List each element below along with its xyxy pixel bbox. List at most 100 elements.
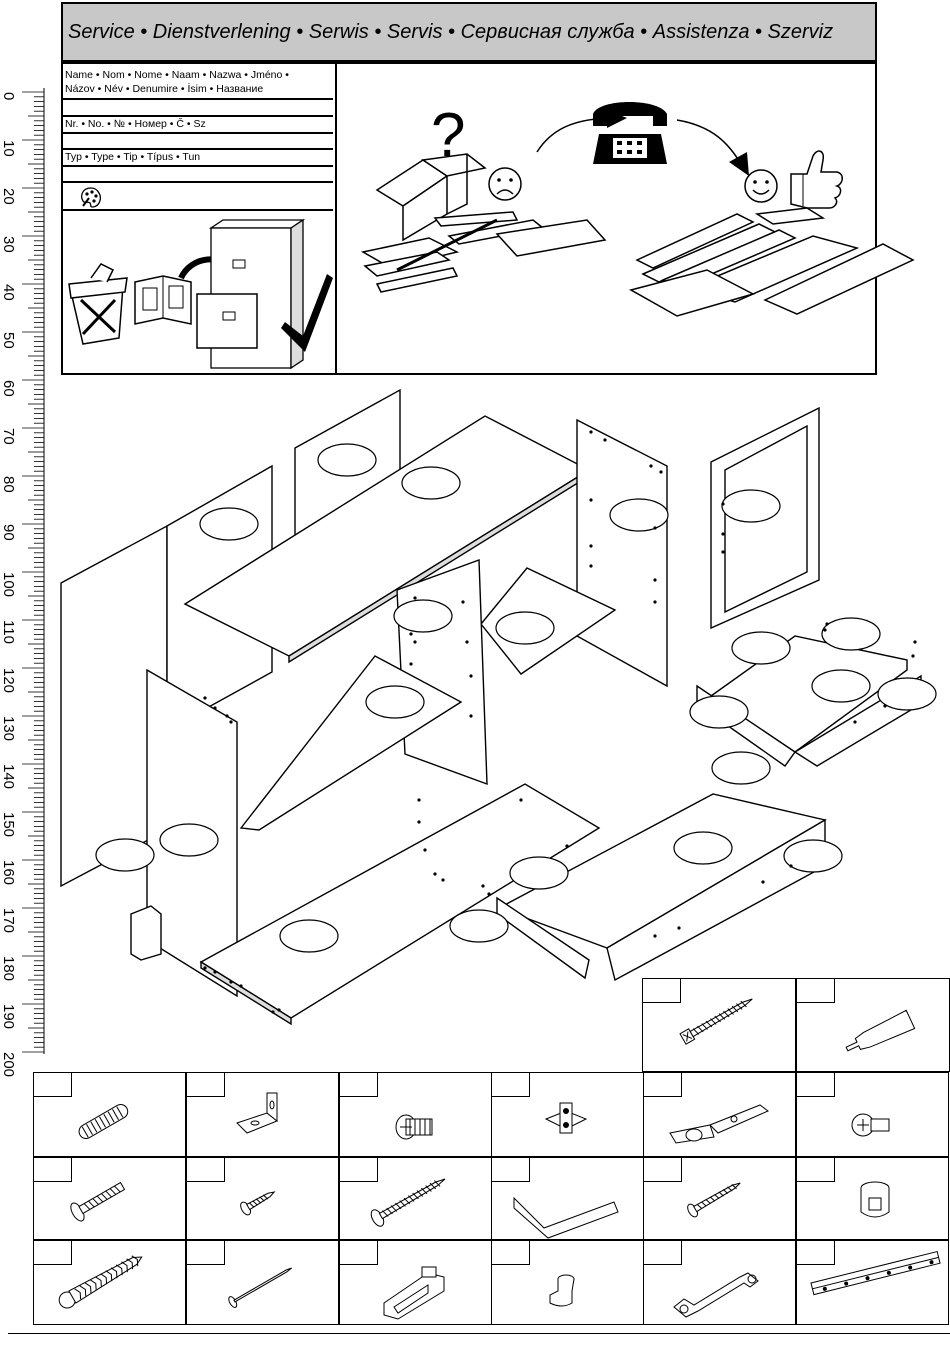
cabinet-hinge-icon [669, 1104, 769, 1144]
confirmat-screw-icon [851, 1113, 890, 1137]
hardware-cell [491, 1072, 644, 1157]
thumbs-up-icon [790, 150, 843, 209]
part-number-callout [783, 839, 843, 873]
trash-bin-icon [68, 263, 128, 345]
ruler-label: 50 [0, 332, 17, 349]
keep-instructions-illustration [68, 218, 333, 370]
cam-bolt-icon [395, 1114, 433, 1140]
bottom-rule [8, 1333, 950, 1334]
part-number-box [492, 1241, 530, 1265]
ruler-label: 200 [0, 1052, 17, 1077]
hardware-cell [491, 1240, 644, 1325]
part-number-callout [731, 631, 791, 665]
part-number-box [643, 979, 681, 1003]
organized-panels [629, 207, 915, 317]
hardware-cell [491, 1157, 644, 1240]
hardware-cell [796, 1072, 949, 1157]
part-number-box [797, 1073, 835, 1097]
hardware-cell [643, 1240, 796, 1325]
service-panel: Name • Nom • Nome • Naam • Nazwa • Jméno… [61, 62, 915, 375]
part-number-box [797, 1158, 835, 1182]
part-number-box [492, 1158, 530, 1182]
service-header: Service • Dienstverlening • Serwis • Ser… [61, 2, 877, 62]
ruler-label: 190 [0, 1004, 17, 1029]
part-number-box [187, 1241, 225, 1265]
hardware-cell [186, 1072, 339, 1157]
exploded-assembly-diagram [60, 388, 937, 1026]
hardware-cell [33, 1072, 186, 1157]
wall-plug-icon [58, 1255, 143, 1309]
ruler-label: 110 [0, 620, 17, 644]
part-number-callout [711, 751, 771, 785]
ruler-label: 0 [0, 92, 17, 100]
ruler-label: 70 [0, 428, 17, 445]
telephone-icon [593, 102, 667, 164]
instruction-booklet-icon [134, 275, 192, 325]
right-side-panel [576, 418, 668, 688]
foot [130, 905, 162, 961]
filing-cabinet-icon [196, 218, 306, 370]
small-screw-icon [687, 1182, 741, 1218]
name-blank [63, 100, 333, 117]
wood-screw-icon [370, 1178, 446, 1227]
part-number-box [340, 1158, 378, 1182]
part-number-callout [877, 677, 937, 711]
part-number-box [34, 1158, 72, 1182]
shelf-support-bracket-icon [383, 1266, 445, 1320]
part-number-callout [401, 466, 461, 500]
customer-form: Name • Nom • Nome • Naam • Nazwa • Jméno… [63, 64, 337, 373]
ruler-label: 150 [0, 812, 17, 837]
part-number-callout [393, 599, 453, 633]
part-number-box [187, 1158, 225, 1182]
part-number-callout [495, 611, 555, 645]
part-number-callout [811, 669, 871, 703]
handle-icon [673, 1272, 759, 1318]
palette-icon [81, 187, 101, 208]
number-blank [63, 134, 333, 150]
part-number-box [492, 1073, 530, 1097]
color-field [63, 183, 333, 211]
hardware-cell [796, 978, 950, 1072]
hardware-cell [643, 1157, 796, 1240]
allen-key-icon [513, 1196, 619, 1239]
hardware-cell [796, 1157, 949, 1240]
part-number-callout [609, 498, 669, 532]
part-number-callout [365, 685, 425, 719]
type-blank [63, 167, 333, 183]
part-number-box [644, 1158, 682, 1182]
hardware-cell [642, 978, 796, 1072]
ruler-label: 30 [0, 236, 17, 253]
part-number-box [340, 1241, 378, 1265]
ruler-label: 10 [0, 140, 17, 157]
part-number-callout [449, 909, 509, 943]
scattered-panels [360, 211, 607, 293]
measurement-ruler: 0102030405060708090100110120130140150160… [0, 88, 45, 1077]
machine-screw-icon [70, 1181, 126, 1222]
sad-face-icon [488, 167, 522, 201]
long-wood-screw-icon [679, 998, 753, 1045]
part-number-callout [689, 695, 749, 729]
part-number-callout [199, 507, 259, 541]
part-number-box [187, 1073, 225, 1097]
ruler-label: 160 [0, 860, 17, 885]
part-number-box [797, 979, 835, 1003]
ruler-label: 20 [0, 188, 17, 205]
name-label-line1: Name • Nom • Nome • Naam • Nazwa • Jméno… [65, 69, 289, 81]
service-title: Service • Dienstverlening • Serwis • Ser… [68, 21, 834, 43]
type-label: Typ • Type • Tip • Típus • Tun [65, 151, 201, 163]
shelf-pin-icon [549, 1274, 575, 1307]
part-number-box [34, 1241, 72, 1265]
hardware-cell [796, 1240, 949, 1325]
number-label: Nr. • No. • № • Номер • Č • Sz [65, 118, 206, 130]
hardware-cell [33, 1240, 186, 1325]
drawer-runner-icon [810, 1250, 941, 1296]
ruler-label: 40 [0, 284, 17, 301]
ruler-label: 170 [0, 908, 17, 933]
hardware-cell [339, 1072, 492, 1157]
ruler-label: 130 [0, 716, 17, 741]
ruler-label: 90 [0, 524, 17, 541]
hardware-cell [33, 1157, 186, 1240]
ruler-label: 60 [0, 380, 17, 397]
part-number-callout [673, 831, 733, 865]
hardware-cell [186, 1240, 339, 1325]
